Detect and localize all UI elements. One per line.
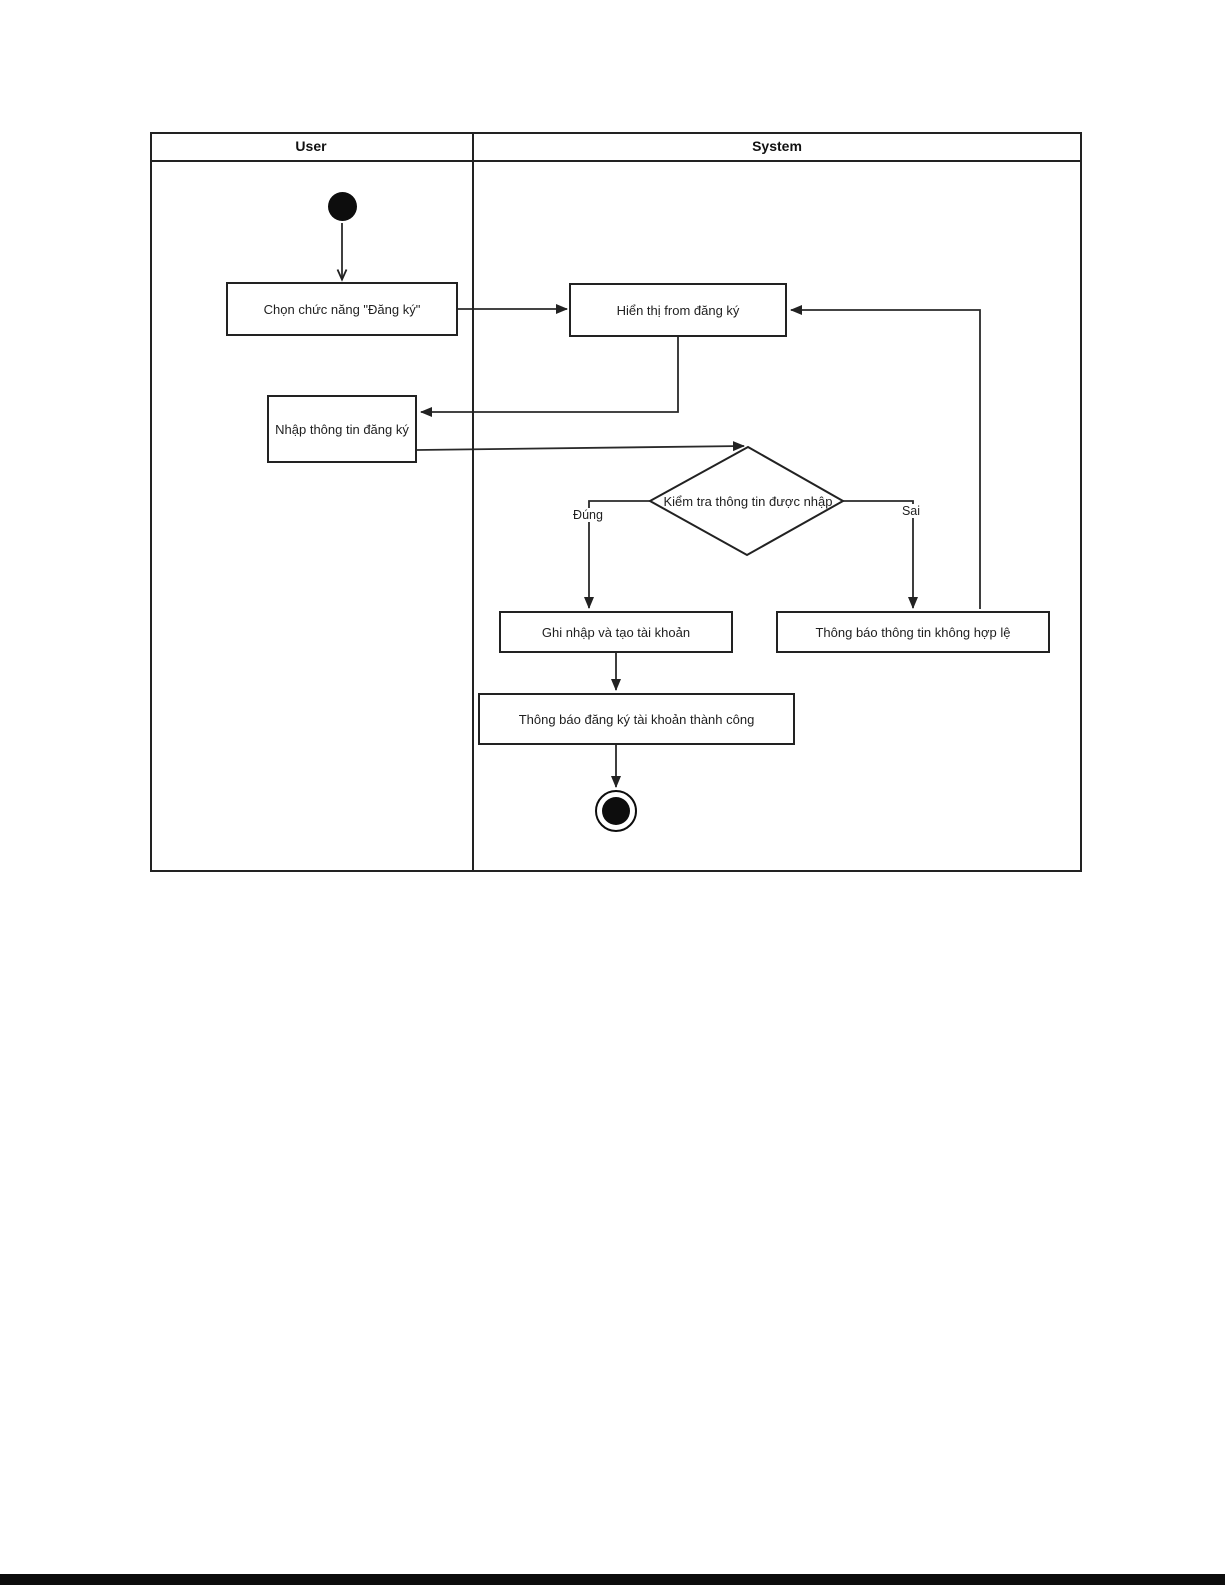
- lane-header-user: User: [150, 132, 472, 162]
- activity-enter-info: Nhập thông tin đăng ký: [267, 395, 417, 463]
- activity-choose-register-label: Chọn chức năng "Đăng ký": [263, 301, 421, 317]
- swimlane-frame: [150, 132, 1082, 872]
- activity-show-form: Hiển thị from đăng ký: [569, 283, 787, 337]
- lane-system-label: System: [752, 138, 802, 154]
- activity-notify-invalid: Thông báo thông tin không hợp lệ: [776, 611, 1050, 653]
- lane-divider: [472, 132, 474, 872]
- final-node-inner-dot: [602, 797, 630, 825]
- activity-notify-invalid-label: Thông báo thông tin không hợp lệ: [815, 624, 1011, 640]
- activity-enter-info-label: Nhập thông tin đăng ký: [275, 421, 409, 437]
- edge-label-valid: Đúng: [566, 508, 610, 522]
- lane-header-system: System: [472, 132, 1082, 162]
- activity-show-form-label: Hiển thị from đăng ký: [616, 302, 740, 318]
- activity-choose-register: Chọn chức năng "Đăng ký": [226, 282, 458, 336]
- decision-check-info: Kiểm tra thông tin được nhập: [660, 475, 836, 527]
- page-bottom-border: [0, 1574, 1225, 1585]
- activity-notify-success: Thông báo đăng ký tài khoản thành công: [478, 693, 795, 745]
- final-node-icon: [595, 790, 637, 832]
- decision-check-info-label: Kiểm tra thông tin được nhập: [663, 493, 833, 509]
- activity-create-account-label: Ghi nhập và tạo tài khoản: [541, 624, 691, 640]
- activity-create-account: Ghi nhập và tạo tài khoản: [499, 611, 733, 653]
- initial-node-icon: [328, 192, 357, 221]
- lane-user-label: User: [295, 138, 327, 154]
- edge-label-invalid: Sai: [896, 504, 926, 518]
- activity-notify-success-label: Thông báo đăng ký tài khoản thành công: [518, 711, 755, 727]
